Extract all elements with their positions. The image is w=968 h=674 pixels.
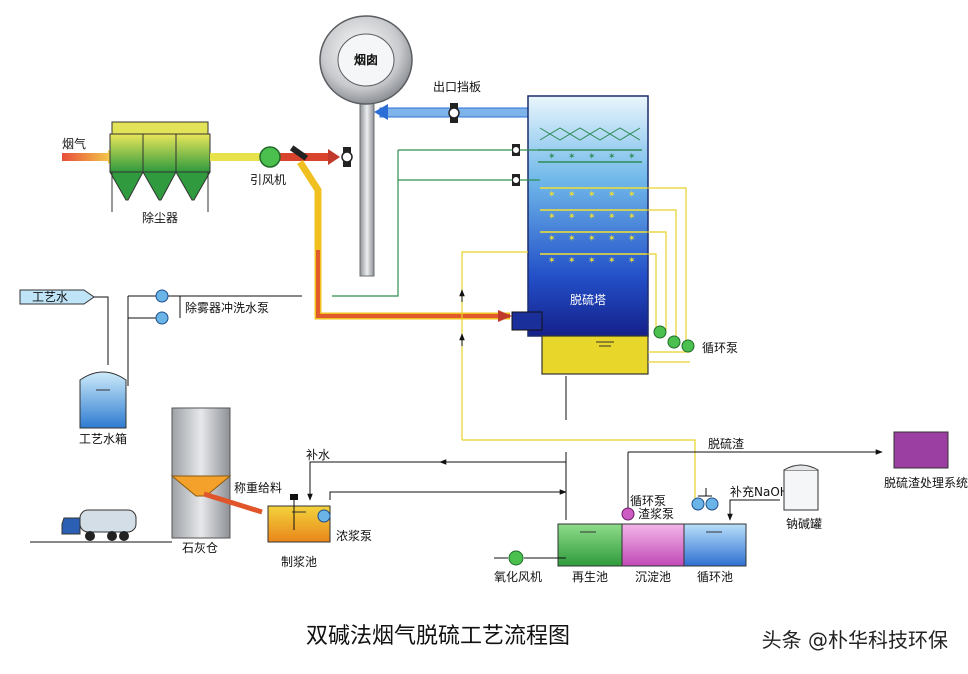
svg-text:✶: ✶ xyxy=(588,234,596,244)
slurry-pump-label: 浓浆泵 xyxy=(336,528,372,543)
settle-pool-label: 沉淀池 xyxy=(635,570,671,584)
demister-pump-lines xyxy=(127,295,302,386)
gypsum-system-label: 脱硫渣处理系统 xyxy=(884,475,968,490)
residue-pump: 渣浆泵 xyxy=(621,506,674,521)
circ-pump-label: 循环泵 xyxy=(702,341,738,355)
gypsum-label: 脱硫渣 xyxy=(708,436,744,451)
svg-text:✶: ✶ xyxy=(548,234,556,244)
oxidation-fan: 氧化风机 xyxy=(494,550,566,584)
residue-pump-label: 渣浆泵 xyxy=(638,506,674,521)
circ-pool: 循环池 xyxy=(683,523,747,584)
svg-text:✶: ✶ xyxy=(608,212,616,222)
watermark: 头条 @朴华科技环保 xyxy=(762,628,948,652)
demister-pump-label: 除雾器冲洗水泵 xyxy=(185,300,269,315)
svg-text:✶: ✶ xyxy=(628,212,636,222)
svg-text:✶: ✶ xyxy=(628,256,636,266)
demister-valves xyxy=(512,144,520,186)
dust-collector: 除尘器 xyxy=(109,121,211,225)
dust-collector-label: 除尘器 xyxy=(142,210,178,225)
lime-silo-label: 石灰仓 xyxy=(182,541,218,555)
svg-text:✶: ✶ xyxy=(608,234,616,244)
outlet-damper: 出口挡板 xyxy=(433,80,481,123)
svg-text:✶: ✶ xyxy=(568,212,576,222)
circ-pump2-label: 循环泵 xyxy=(630,494,666,508)
gypsum-system: 脱硫渣处理系统 xyxy=(884,431,968,490)
circulation-pumps: 循环泵 xyxy=(653,325,738,355)
svg-text:✶: ✶ xyxy=(588,212,596,222)
gypsum-line: 脱硫渣 xyxy=(700,436,883,455)
makeup-water-label: 补水 xyxy=(306,448,330,462)
circ-pool-label: 循环池 xyxy=(697,570,733,584)
svg-text:✶: ✶ xyxy=(628,234,636,244)
svg-text:✶: ✶ xyxy=(568,234,576,244)
svg-text:✶: ✶ xyxy=(568,190,576,200)
process-water-source: 工艺水 xyxy=(19,289,109,365)
naoh-label: 补充NaOH xyxy=(730,484,789,499)
svg-text:✶: ✶ xyxy=(608,256,616,266)
gas-to-tower-duct xyxy=(297,160,512,322)
weigh-feeder: 称重给料 xyxy=(203,481,282,515)
tower-label: 脱硫塔 xyxy=(570,292,606,307)
chimney: 烟囱 xyxy=(319,15,413,277)
circ-pumps-lower: 循环泵 xyxy=(630,488,719,511)
settle-pool: 沉淀池 xyxy=(621,523,685,584)
svg-text:✶: ✶ xyxy=(588,256,596,266)
svg-text:✶: ✶ xyxy=(608,152,616,162)
diagram-title: 双碱法烟气脱硫工艺流程图 xyxy=(306,624,570,649)
truck xyxy=(30,509,172,543)
hot-gas-duct xyxy=(210,147,353,167)
desulfurization-tower: 脱硫塔 xyxy=(511,95,649,375)
regen-pool: 再生池 xyxy=(557,523,623,584)
svg-text:✶: ✶ xyxy=(548,256,556,266)
soda-tank: 钠碱罐 xyxy=(783,464,822,531)
svg-text:✶: ✶ xyxy=(628,190,636,200)
svg-text:✶: ✶ xyxy=(568,152,576,162)
process-water-tank: 工艺水箱 xyxy=(79,371,127,446)
process-water-label: 工艺水 xyxy=(32,290,68,304)
soda-tank-label: 钠碱罐 xyxy=(786,516,822,531)
bypass-damper xyxy=(289,145,309,161)
svg-text:✶: ✶ xyxy=(588,152,596,162)
flue-gas-label: 烟气 xyxy=(62,136,86,151)
spray-nozzles: ✶ ✶ ✶ ✶ ✶ ✶ ✶ ✶ ✶ ✶ ✶ ✶ ✶ ✶ ✶ ✶ ✶ ✶ ✶ ✶ xyxy=(548,190,636,266)
demister-nozzles: ✶ ✶ ✶ ✶ ✶ xyxy=(548,152,636,162)
fan-label: 引风机 xyxy=(250,173,286,187)
slurry-pool-label: 制浆池 xyxy=(281,554,317,569)
oxidation-fan-label: 氧化风机 xyxy=(494,570,542,584)
regen-pool-label: 再生池 xyxy=(572,570,608,584)
recirculation-lines xyxy=(461,187,696,500)
demister-pumps: 除雾器冲洗水泵 xyxy=(155,289,269,325)
slurry-pump: 浓浆泵 xyxy=(317,509,372,543)
water-tank-label: 工艺水箱 xyxy=(79,431,127,446)
chimney-label: 烟囱 xyxy=(354,52,378,67)
lime-silo: 石灰仓 xyxy=(170,407,232,555)
svg-text:✶: ✶ xyxy=(588,190,596,200)
outlet-damper-label: 出口挡板 xyxy=(433,80,481,94)
induced-draft-fan: 引风机 xyxy=(250,146,286,187)
naoh-line: 补充NaOH xyxy=(727,484,789,521)
svg-text:✶: ✶ xyxy=(548,152,556,162)
agitator xyxy=(290,494,298,530)
svg-text:✶: ✶ xyxy=(548,190,556,200)
svg-text:✶: ✶ xyxy=(568,256,576,266)
weigh-feed-label: 称重给料 xyxy=(234,481,282,495)
svg-text:✶: ✶ xyxy=(548,212,556,222)
svg-text:✶: ✶ xyxy=(628,152,636,162)
svg-text:✶: ✶ xyxy=(608,190,616,200)
